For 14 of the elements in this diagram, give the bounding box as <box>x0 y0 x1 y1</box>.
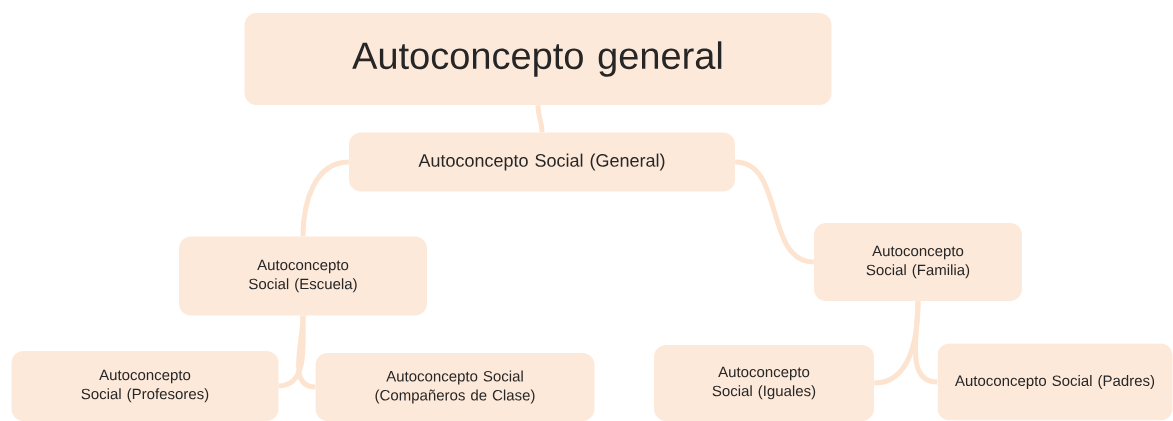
concept-box: Autoconcepto Social (Compañeros de Clase) <box>315 353 595 421</box>
concept-box: Autoconcepto Social (Padres) <box>937 343 1173 421</box>
connector <box>278 315 306 389</box>
connector <box>535 105 545 133</box>
concept-box: Autoconcepto Social (Profesores) <box>11 351 279 421</box>
concept-box: Autoconcepto Social (Escuela) <box>179 236 427 316</box>
title-box: Autoconcepto general <box>244 13 832 105</box>
concept-box: Autoconcepto Social (Iguales) <box>654 345 874 421</box>
concept-box: Autoconcepto Social (General) <box>349 132 735 192</box>
connector <box>912 301 938 385</box>
connector <box>300 159 350 237</box>
connector <box>296 315 316 390</box>
concept-box: Autoconcepto Social (Familia) <box>814 223 1022 301</box>
connector <box>734 159 815 265</box>
